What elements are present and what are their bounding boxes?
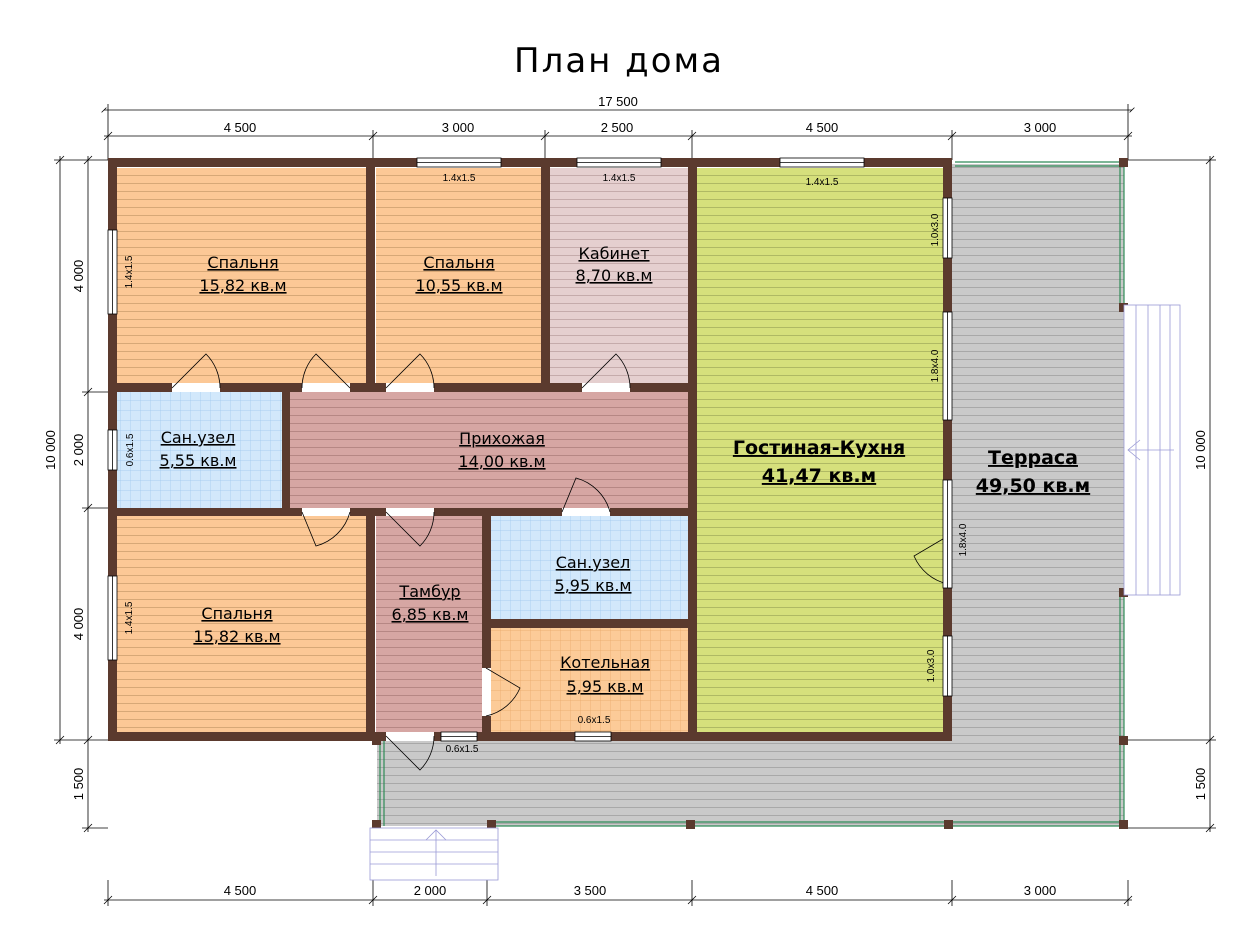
- dim-right-total: 10 000: [1193, 430, 1208, 470]
- window-top-3: [779, 157, 865, 168]
- vestibule-area: 6,85 кв.м: [392, 605, 469, 624]
- door-vestibule[interactable]: [386, 508, 434, 516]
- dim-bottom-2: 2 000: [414, 883, 447, 898]
- window-label-left-1: 1.4x1.5: [124, 255, 135, 288]
- bathroom-2-name: Сан.узел: [556, 553, 631, 572]
- window-label-top-2: 1.4x1.5: [603, 173, 636, 184]
- dim-bottom-4: 4 500: [806, 883, 839, 898]
- window-top-2: [576, 157, 662, 168]
- dim-left-3: 4 000: [71, 608, 86, 641]
- room-boiler: [491, 628, 688, 732]
- window-label-left-2: 0.6x1.5: [125, 433, 136, 466]
- top-dimensions: [101, 104, 1135, 160]
- door-entrance[interactable]: [386, 732, 434, 741]
- terrace-railing: [379, 161, 1125, 827]
- bedroom-3-name: Спальня: [201, 604, 272, 623]
- room-office: [550, 168, 688, 384]
- dim-bottom-1: 4 500: [224, 883, 257, 898]
- left-dimensions: [54, 155, 108, 833]
- window-label-right-4: 1.0x3.0: [926, 649, 937, 682]
- room-bathroom-1: [116, 392, 282, 508]
- steps-right: [1123, 304, 1181, 596]
- window-label-right-1: 1.0x3.0: [930, 213, 941, 246]
- window-top-1: [416, 157, 502, 168]
- dim-total-width: 17 500: [598, 94, 638, 109]
- dim-top-2: 3 000: [442, 120, 475, 135]
- dim-left-total: 10 000: [43, 430, 58, 470]
- window-label-bottom-1: 0.6x1.5: [446, 744, 479, 755]
- room-vestibule: [376, 516, 482, 732]
- dim-top-3: 2 500: [601, 120, 634, 135]
- bedroom-1-area: 15,82 кв.м: [199, 276, 286, 295]
- room-bathroom-2: [491, 516, 688, 619]
- dim-left-4: 1 500: [71, 768, 86, 801]
- door-bedroom-1[interactable]: [172, 383, 220, 392]
- terrace-front-floor: [377, 740, 1124, 826]
- room-bedroom-2: [376, 168, 542, 384]
- door-bedroom-1b[interactable]: [302, 383, 350, 392]
- window-label-right-3: 1.8x4.0: [958, 523, 969, 556]
- boiler-room-name: Котельная: [560, 653, 650, 672]
- terrace-name: Терраса: [988, 447, 1078, 469]
- door-office[interactable]: [582, 383, 630, 392]
- window-label-top-1: 1.4x1.5: [443, 173, 476, 184]
- door-bedroom-2[interactable]: [386, 383, 434, 392]
- window-left-1: [107, 229, 118, 315]
- office-area: 8,70 кв.м: [576, 266, 653, 285]
- room-bedroom-1: [116, 168, 366, 384]
- window-bottom-2: [574, 731, 612, 742]
- door-bathroom-2[interactable]: [562, 508, 610, 516]
- window-right-2: [942, 311, 953, 421]
- door-bedroom-3[interactable]: [302, 508, 350, 516]
- terrace-area: 49,50 кв.м: [976, 475, 1090, 497]
- bottom-dimensions: [103, 880, 1133, 906]
- vestibule-name: Тамбур: [398, 582, 460, 601]
- window-label-bottom-2: 0.6x1.5: [578, 715, 611, 726]
- bedroom-1-name: Спальня: [207, 253, 278, 272]
- boiler-room-area: 5,95 кв.м: [567, 677, 644, 696]
- dim-top-1: 4 500: [224, 120, 257, 135]
- living-kitchen-name: Гостиная-Кухня: [733, 437, 905, 459]
- plan-title: План дома: [514, 41, 724, 81]
- room-hallway: [290, 392, 688, 508]
- hallway-name: Прихожая: [459, 429, 545, 448]
- bathroom-2-area: 5,95 кв.м: [555, 576, 632, 595]
- window-left-3: [107, 575, 118, 661]
- living-kitchen-area: 41,47 кв.м: [762, 465, 876, 487]
- bedroom-2-area: 10,55 кв.м: [415, 276, 502, 295]
- right-dimensions: [1128, 155, 1216, 833]
- window-right-3: [942, 479, 953, 589]
- window-bottom-1: [440, 731, 478, 742]
- bathroom-1-name: Сан.узел: [161, 428, 236, 447]
- window-left-2: [107, 429, 118, 471]
- room-bedroom-3: [116, 516, 366, 732]
- bedroom-2-name: Спальня: [423, 253, 494, 272]
- steps-bottom: [369, 827, 499, 881]
- window-label-right-2: 1.8x4.0: [930, 349, 941, 382]
- dim-top-4: 4 500: [806, 120, 839, 135]
- dim-left-1: 4 000: [71, 260, 86, 293]
- door-boiler[interactable]: [482, 668, 491, 716]
- dim-left-2: 2 000: [71, 434, 86, 467]
- terrace-side-floor: [952, 164, 1124, 740]
- dim-right-bottom: 1 500: [1193, 768, 1208, 801]
- window-label-top-3: 1.4x1.5: [806, 177, 839, 188]
- bedroom-3-area: 15,82 кв.м: [193, 627, 280, 646]
- dim-bottom-3: 3 500: [574, 883, 607, 898]
- window-right-4: [942, 635, 953, 697]
- dim-bottom-5: 3 000: [1024, 883, 1057, 898]
- window-right-1: [942, 197, 953, 259]
- bathroom-1-area: 5,55 кв.м: [160, 451, 237, 470]
- hallway-area: 14,00 кв.м: [458, 452, 545, 471]
- room-living-kitchen: [696, 168, 944, 732]
- office-name: Кабинет: [578, 244, 649, 263]
- windows: [107, 157, 953, 742]
- window-label-left-3: 1.4x1.5: [124, 601, 135, 634]
- dim-top-5: 3 000: [1024, 120, 1057, 135]
